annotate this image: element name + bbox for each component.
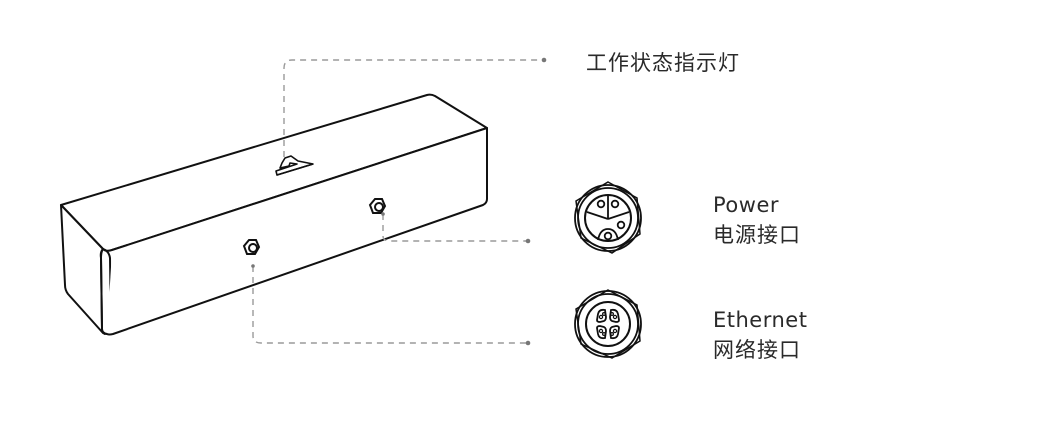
ethernet-leader-line — [252, 266, 528, 344]
power-label-zh: 电源接口 — [713, 223, 801, 247]
ethernet-port-nub — [242, 239, 261, 255]
ethernet-leader-dot — [525, 340, 531, 346]
indicator-label: 工作状态指示灯 — [586, 51, 740, 75]
device-box — [60, 93, 488, 336]
status-indicator-icon — [275, 155, 314, 176]
power-label-en: Power — [713, 193, 779, 217]
leader-lines — [252, 59, 544, 344]
power-connector-3pin-icon — [574, 181, 642, 254]
ethernet-label-en: Ethernet — [713, 308, 808, 332]
power-leader-dot — [525, 238, 531, 244]
indicator-leader-line — [283, 59, 544, 157]
ethernet-port-label: Ethernet 网络接口 — [713, 305, 807, 365]
ethernet-connector-4pin-icon — [574, 289, 642, 359]
power-port-label: Power 电源接口 — [713, 190, 801, 250]
power-leader-line — [382, 214, 528, 242]
ethernet-label-zh: 网络接口 — [713, 338, 801, 362]
indicator-leader-dot — [541, 57, 547, 63]
power-port-nub — [368, 198, 387, 214]
